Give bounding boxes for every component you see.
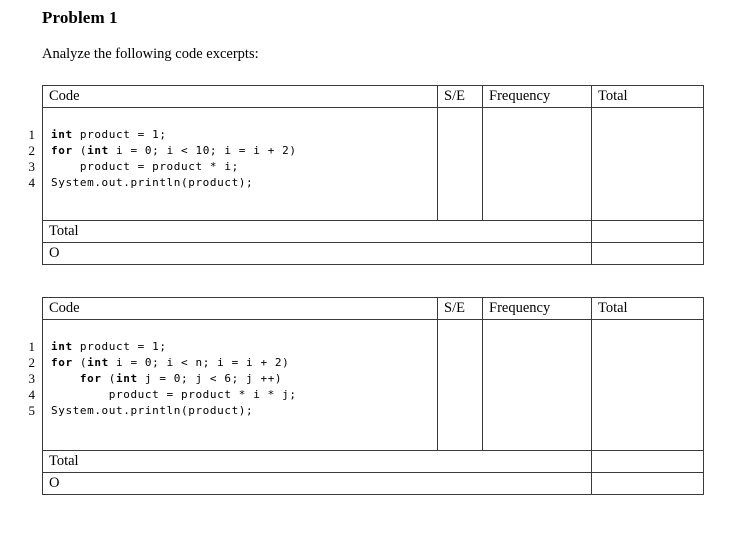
header-code: Code (42, 85, 438, 108)
table-row: Total (42, 220, 704, 243)
code-line: 2 for (int i = 0; i < 10; i = i + 2) (29, 143, 437, 159)
code-line-number: 5 (28, 403, 36, 418)
code-token: System.out.println(product); (51, 404, 254, 417)
excerpt-block-2: Code S/E Frequency Total 1 int product = … (29, 297, 704, 495)
code-token: ( (72, 356, 88, 369)
code-line-number: 1 (28, 127, 36, 142)
intro-text: Analyze the following code excerpts: (42, 46, 259, 62)
code-line: 4 product = product * i * j; (29, 387, 437, 403)
total-answer-cell-1[interactable] (591, 107, 704, 221)
excerpt-block-1: Code S/E Frequency Total 1 int product = … (29, 85, 704, 265)
code-token: i = 0; i < n; i = i + 2) (108, 356, 290, 369)
analysis-table-1: Code S/E Frequency Total 1 int product = … (29, 85, 704, 265)
code-token: product = product * i; (51, 160, 239, 173)
code-line-number: 4 (28, 387, 36, 402)
code-token: j = 0; j < 6; j ++) (137, 372, 283, 385)
code-line-number: 3 (28, 159, 36, 174)
table-header-row: Code S/E Frequency Total (42, 297, 704, 320)
footer-bigo-answer-2[interactable] (591, 472, 704, 495)
footer-total-answer-2[interactable] (591, 450, 704, 473)
se-answer-cell-2[interactable] (437, 319, 483, 451)
code-line-text: for (int j = 0; j < 6; j ++) (43, 371, 437, 387)
header-total: Total (591, 85, 704, 108)
frequency-answer-cell-1[interactable] (482, 107, 592, 221)
table-row: O (42, 242, 704, 265)
code-token: product = product * i * j; (51, 388, 297, 401)
table-row: Total (42, 450, 704, 473)
footer-total-answer-1[interactable] (591, 220, 704, 243)
code-line-text: product = product * i * j; (43, 387, 437, 403)
code-line-text: for (int i = 0; i < 10; i = i + 2) (43, 143, 437, 159)
table-header-row: Code S/E Frequency Total (42, 85, 704, 108)
frequency-answer-cell-2[interactable] (482, 319, 592, 451)
footer-bigo-label-2: O (42, 472, 592, 495)
code-token (51, 372, 80, 385)
code-keyword: for (51, 356, 73, 369)
header-frequency: Frequency (482, 297, 592, 320)
code-keyword: int (51, 340, 73, 353)
se-answer-cell-1[interactable] (437, 107, 483, 221)
code-keyword: int (87, 356, 109, 369)
code-token: System.out.println(product); (51, 176, 254, 189)
footer-total-label-2: Total (42, 450, 592, 473)
header-se: S/E (437, 297, 483, 320)
code-line-number: 3 (28, 371, 36, 386)
code-line-text: System.out.println(product); (43, 403, 437, 419)
code-line-number: 4 (28, 175, 36, 190)
code-keyword: int (87, 144, 109, 157)
code-line-text: product = product * i; (43, 159, 437, 175)
analysis-table-2: Code S/E Frequency Total 1 int product = … (29, 297, 704, 495)
code-keyword: int (116, 372, 138, 385)
header-code: Code (42, 297, 438, 320)
code-line-number: 2 (28, 355, 36, 370)
header-total: Total (591, 297, 704, 320)
code-keyword: for (79, 372, 102, 385)
code-line: 5 System.out.println(product); (29, 403, 437, 419)
page-title: Problem 1 (42, 8, 118, 27)
code-line: 4 System.out.println(product); (29, 175, 437, 191)
code-token: product = 1; (72, 128, 167, 141)
code-line-number: 2 (28, 143, 36, 158)
footer-bigo-answer-1[interactable] (591, 242, 704, 265)
code-line: 3 for (int j = 0; j < 6; j ++) (29, 371, 437, 387)
code-line: 1 int product = 1; (29, 339, 437, 355)
code-line-number: 1 (28, 339, 36, 354)
total-answer-cell-2[interactable] (591, 319, 704, 451)
code-line: 1 int product = 1; (29, 127, 437, 143)
code-line-text: System.out.println(product); (43, 175, 437, 191)
code-token: ( (72, 144, 88, 157)
header-frequency: Frequency (482, 85, 592, 108)
footer-bigo-label-1: O (42, 242, 592, 265)
code-keyword: int (51, 128, 73, 141)
code-line-text: int product = 1; (43, 339, 437, 355)
code-keyword: for (51, 144, 73, 157)
code-line: 3 product = product * i; (29, 159, 437, 175)
header-se: S/E (437, 85, 483, 108)
code-line-text: int product = 1; (43, 127, 437, 143)
footer-total-label-1: Total (42, 220, 592, 243)
code-token: ( (101, 372, 117, 385)
code-line: 2 for (int i = 0; i < n; i = i + 2) (29, 355, 437, 371)
code-token: product = 1; (72, 340, 167, 353)
code-line-text: for (int i = 0; i < n; i = i + 2) (43, 355, 437, 371)
table-row: O (42, 472, 704, 495)
code-token: i = 0; i < 10; i = i + 2) (108, 144, 297, 157)
